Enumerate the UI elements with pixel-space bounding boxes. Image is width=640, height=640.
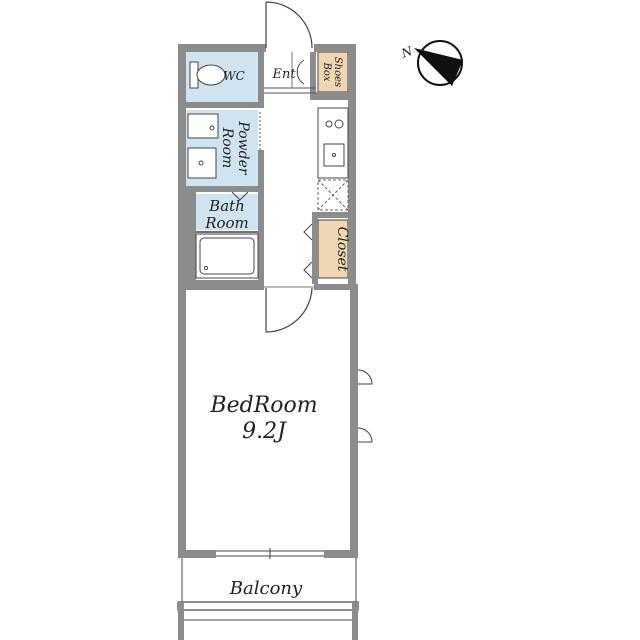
bedroom-side-windows bbox=[357, 369, 373, 443]
bath-room-area bbox=[196, 194, 258, 230]
bedroom-label: BedRoom bbox=[209, 393, 317, 418]
svg-text:Box: Box bbox=[321, 61, 332, 81]
toilet-fixture bbox=[189, 61, 226, 89]
bathtub-fixture bbox=[195, 233, 259, 279]
bedroom-door bbox=[264, 286, 314, 333]
entrance-door bbox=[265, 1, 313, 49]
entrance-inner-door bbox=[296, 59, 305, 85]
balcony-window bbox=[216, 548, 324, 559]
entrance-label: Ent bbox=[271, 67, 296, 82]
north-compass: N bbox=[399, 40, 463, 86]
bath-room-label-line2: Room bbox=[204, 214, 249, 232]
walls bbox=[178, 44, 358, 558]
balcony-label: Balcony bbox=[229, 578, 303, 599]
bath-room-label-line1: Bath bbox=[208, 197, 245, 215]
powder-room-label: Powder Room bbox=[219, 120, 251, 176]
svg-text:Room: Room bbox=[219, 127, 235, 169]
bedroom-size-label: 9.2J bbox=[242, 419, 287, 444]
fridge-space bbox=[317, 179, 349, 211]
kitchen-counter bbox=[317, 107, 349, 179]
compass-north-label: N bbox=[399, 44, 415, 61]
balcony-rail bbox=[177, 558, 359, 640]
closet-label: Closet bbox=[334, 227, 350, 272]
wc-label: WC bbox=[223, 69, 245, 83]
svg-text:Shoes: Shoes bbox=[332, 57, 343, 87]
compass-arrow-icon bbox=[414, 48, 463, 86]
shoes-box-label: Shoes Box bbox=[321, 57, 343, 87]
svg-text:Powder: Powder bbox=[235, 120, 251, 176]
powder-sink bbox=[187, 113, 219, 179]
